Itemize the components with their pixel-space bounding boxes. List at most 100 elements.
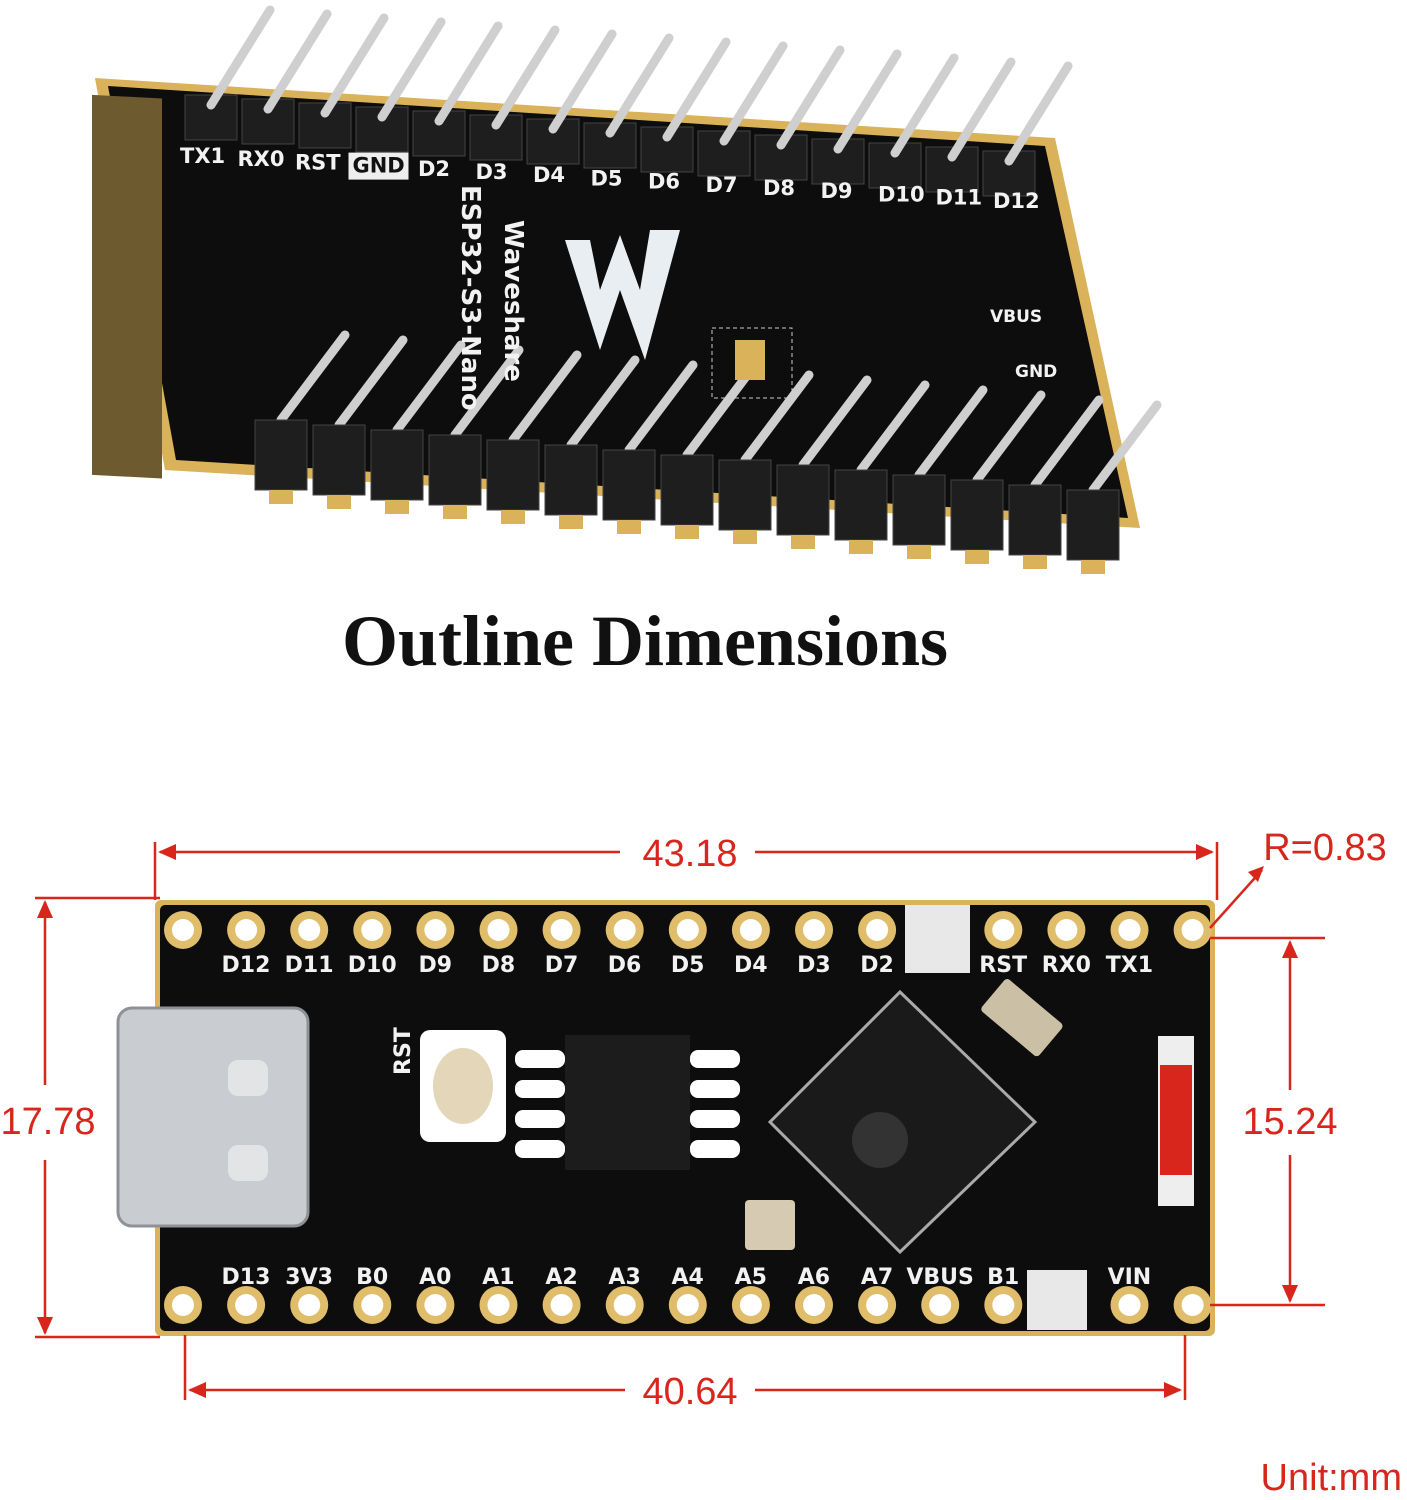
pin-label-a4: A4	[672, 1265, 704, 1290]
header-pin	[662, 37, 731, 142]
header-pins-bottom	[254, 330, 1162, 574]
header-pin	[320, 13, 389, 118]
pin-hole	[1055, 919, 1078, 941]
header-solder	[907, 545, 931, 559]
pin-label-d9: D9	[419, 953, 453, 978]
header-pins-top	[184, 5, 1073, 197]
pin-hole	[1118, 919, 1141, 941]
pin-label-vin: VIN	[1108, 1265, 1152, 1290]
antenna-ceramic	[1160, 1065, 1192, 1175]
photo-pin-label-d7: D7	[706, 173, 738, 197]
pin-hole	[424, 919, 447, 941]
header-block	[754, 134, 808, 181]
pin-hole	[487, 1294, 510, 1316]
pin-label-vbus: VBUS	[906, 1265, 974, 1290]
pin-hole	[739, 919, 762, 941]
header-solder	[849, 540, 873, 554]
header-block	[660, 454, 714, 526]
header-pin	[1004, 61, 1073, 166]
pin-label-rst: RST	[979, 953, 1027, 978]
chip-leg	[690, 1110, 740, 1128]
usb-tab	[228, 1145, 268, 1181]
pin-hole	[676, 1294, 699, 1316]
header-block	[834, 469, 888, 541]
header-pin	[682, 365, 756, 460]
pin-hole	[1181, 1294, 1204, 1316]
pin-label-b0: B0	[356, 1265, 388, 1290]
header-block	[892, 474, 946, 546]
photo-pin-label-tx1: TX1	[180, 144, 225, 168]
pin-hole	[487, 919, 510, 941]
header-pin	[548, 29, 617, 134]
pin-label-d5: D5	[671, 953, 705, 978]
usb-edge	[92, 94, 162, 479]
pin-label-d10: D10	[348, 953, 397, 978]
pin-hole	[866, 919, 889, 941]
pin-label-d11: D11	[285, 953, 334, 978]
esp32-s3-chip	[767, 989, 1038, 1255]
header-pin	[776, 45, 845, 150]
header-pin	[450, 345, 524, 440]
pin-label-a6: A6	[798, 1265, 830, 1290]
dim-pin-span: 40.64	[642, 1371, 737, 1413]
pin-hole	[992, 1294, 1015, 1316]
header-pin	[377, 17, 446, 122]
pin-label-3v3: 3V3	[285, 1265, 333, 1290]
usb-c-connector	[116, 1006, 310, 1228]
photo-pin-label-d8: D8	[763, 176, 795, 200]
pin-hole	[1118, 1294, 1141, 1316]
header-pin	[719, 41, 788, 146]
pin-hole	[803, 919, 825, 941]
photo-pin-label-d4: D4	[533, 163, 565, 187]
pin-hole	[361, 1294, 384, 1316]
pin-label-d8: D8	[482, 953, 516, 978]
crystal-40mhz	[745, 1200, 795, 1250]
pin-hole	[298, 1294, 321, 1316]
header-solder	[269, 490, 293, 504]
header-pin	[972, 390, 1046, 485]
header-solder	[791, 535, 815, 549]
header-block	[412, 110, 466, 157]
pcb-body	[108, 86, 1128, 518]
reset-button-cap	[433, 1048, 493, 1124]
header-solder	[617, 520, 641, 534]
header-block	[254, 419, 308, 491]
gnd-highlight	[348, 152, 409, 180]
page-title: Outline Dimensions	[342, 601, 948, 681]
header-pin	[334, 335, 408, 430]
pin-label-d6: D6	[608, 953, 642, 978]
pin-label-d13: D13	[222, 1265, 271, 1290]
photo-pin-label-d11: D11	[936, 186, 983, 210]
header-pin	[263, 9, 332, 114]
header-solder	[327, 495, 351, 509]
header-block	[718, 459, 772, 531]
pin-hole	[424, 1294, 447, 1316]
header-pin	[1088, 400, 1162, 495]
header-pin	[947, 57, 1016, 162]
header-pin	[491, 25, 560, 130]
jumper-pad	[735, 340, 765, 380]
pin-hole	[550, 919, 573, 941]
pin-hole	[235, 919, 258, 941]
header-pin	[890, 53, 959, 158]
pin-hole	[1181, 919, 1204, 941]
chip-leg	[515, 1140, 565, 1158]
flash-chip-legs	[515, 1050, 740, 1158]
pin-hole	[613, 1294, 636, 1316]
header-solder	[443, 505, 467, 519]
pin-hole	[613, 919, 636, 941]
header-solder	[559, 515, 583, 529]
header-block	[602, 449, 656, 521]
pin-label-rx0: RX0	[1042, 953, 1091, 978]
pin-label-d2: D2	[860, 953, 894, 978]
usb-tab	[228, 1060, 268, 1096]
pin-hole	[676, 919, 699, 941]
pin-hole	[550, 1294, 573, 1316]
pin-label-d12: D12	[222, 953, 271, 978]
header-pin	[206, 5, 275, 110]
header-block	[312, 424, 366, 496]
pin-hole	[929, 1294, 952, 1316]
header-block	[544, 444, 598, 516]
